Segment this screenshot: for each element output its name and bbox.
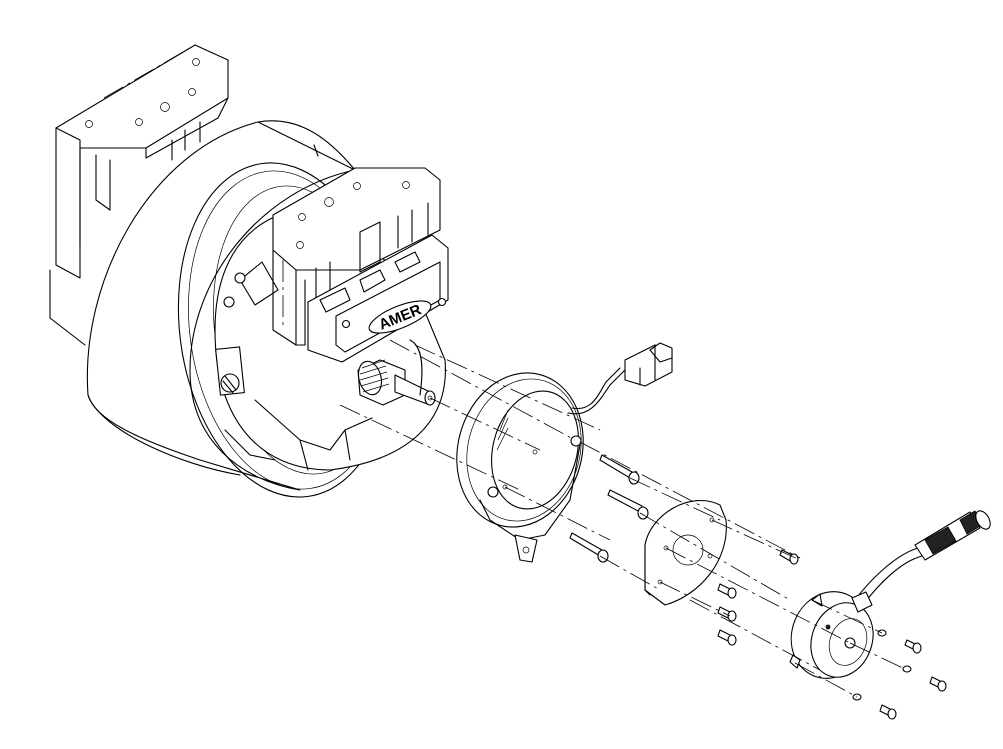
brake-bolts	[569, 454, 649, 563]
encoder-cable-connector	[851, 510, 991, 613]
plate-screws	[717, 549, 799, 646]
brake-connector	[567, 342, 673, 415]
rear-mounting-bracket	[49, 44, 229, 346]
encoder-screws-washers	[852, 629, 947, 720]
assembly-centerlines	[339, 339, 906, 698]
adapter-plate	[644, 500, 727, 606]
splined-shaft	[357, 339, 436, 406]
brake-ring	[456, 372, 584, 563]
